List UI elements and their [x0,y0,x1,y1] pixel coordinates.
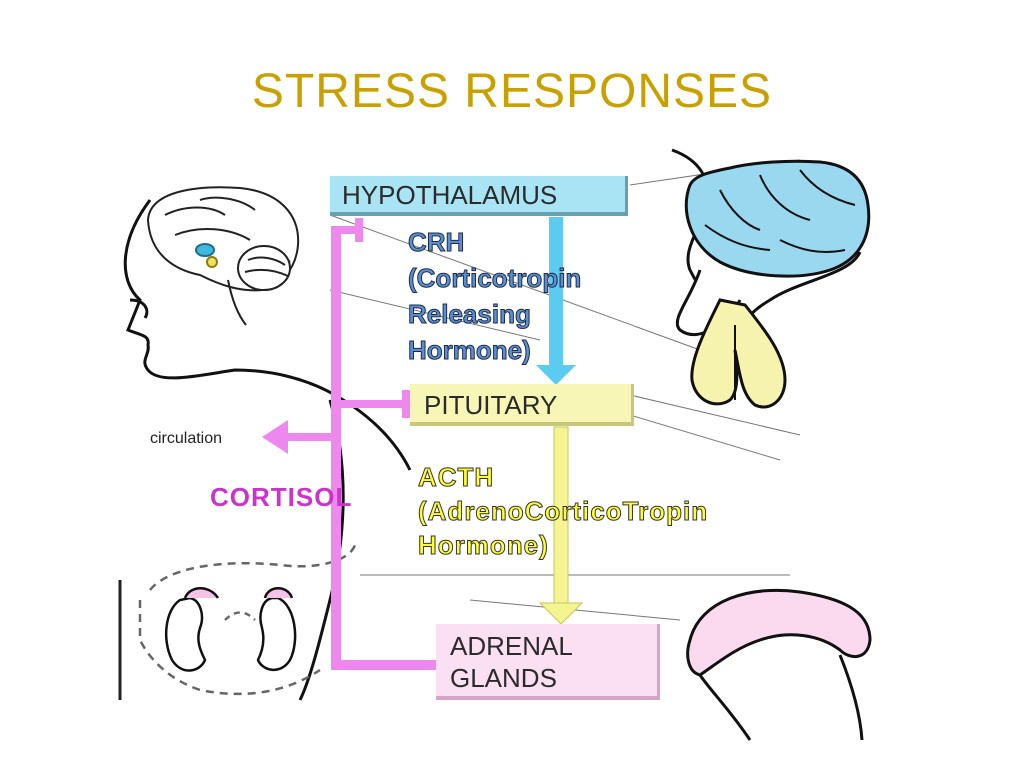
kidneys-illustration-icon [118,544,357,700]
crh-line-2: (Corticotropin [407,263,582,294]
acth-line-3: Hormone) [417,530,549,561]
cortisol-label: CORTISOL [210,482,353,512]
adrenal-label-line2: GLANDS [450,663,557,693]
cortisol-feedback-arrow [262,218,441,670]
adrenal-label-line1: ADRENAL [450,631,573,661]
adrenal-glands-node: ADRENAL GLANDS [436,624,660,700]
crh-label: CRH (Corticotropin Releasing Hormone) [407,224,582,368]
adrenal-gland-illustration-icon [686,588,872,741]
hypothalamus-node: HYPOTHALAMUS [330,176,628,216]
crh-line-1: CRH [407,227,465,258]
acth-label: ACTH (AdrenoCorticoTropin Hormone) [417,460,709,562]
page-title: STRESS RESPONSES [251,65,773,118]
brain-icon [146,186,300,326]
acth-arrow [538,426,584,625]
pituitary-illustration-icon [671,148,871,409]
acth-line-2: (AdrenoCorticoTropin [417,496,709,527]
pituitary-node: PITUITARY [410,384,634,426]
crh-line-3: Releasing [407,299,531,330]
circulation-label: circulation [150,430,223,447]
crh-line-4: Hormone) [407,335,531,366]
crh-arrow [536,217,576,385]
acth-line-1: ACTH [417,462,495,493]
guide-lines [329,159,801,621]
